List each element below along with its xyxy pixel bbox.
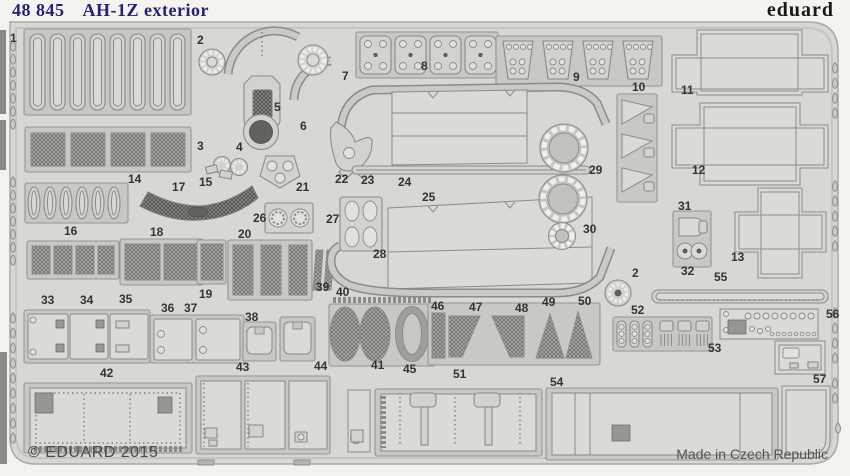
part-2-small-spiral-disc <box>604 279 632 307</box>
brand-logo: eduard <box>766 0 834 21</box>
product-title: 48 845 AH-1Z exterior <box>12 0 209 21</box>
part-8-plate-row <box>355 31 499 79</box>
narrow-strip-panel <box>347 389 371 453</box>
part-20-mesh-strips <box>227 239 313 301</box>
product-name: AH-1Z exterior <box>82 0 209 20</box>
part-38-latch-boxes <box>242 316 316 362</box>
part-10-triangle-plate <box>616 93 658 203</box>
parts-33-35-panels <box>23 309 151 364</box>
parts-31-32-box <box>672 210 712 268</box>
claw-bracket-part <box>329 121 373 172</box>
part-42-riveted-panel <box>23 382 193 454</box>
part-14-airfoil-slats <box>24 182 129 224</box>
part-2-gear-disc <box>198 48 226 76</box>
part-15-small-clips <box>204 163 234 180</box>
parts-46-50-mesh-wedges <box>427 302 601 366</box>
upper-fuselage-panel <box>391 89 528 166</box>
part-52-fittings-row <box>612 316 713 352</box>
part-12-cross-panel <box>671 102 829 186</box>
part-9-trapezoid-row <box>495 35 663 87</box>
part-24-long-strip <box>351 165 591 175</box>
part-3-mesh-grille <box>24 126 192 173</box>
part-55-long-strip <box>651 289 829 304</box>
part-19-mesh-square <box>196 239 227 285</box>
part-53-small-box <box>774 340 826 375</box>
rotor-fan-arcs <box>223 26 332 101</box>
part-51-latch-panel <box>374 388 543 457</box>
photo-edge <box>0 30 7 464</box>
part-16-mesh-row <box>26 240 120 280</box>
parts-29-30-bearing-rings <box>538 123 589 250</box>
part-7-upper-band <box>336 82 611 129</box>
part-13-cross-panel <box>734 187 827 279</box>
part-28-lower-band <box>326 241 616 298</box>
header-strip: 48 845 AH-1Z exterior eduard <box>0 0 850 22</box>
part-17-curved-mesh-fairing <box>139 185 259 221</box>
part-54-panel <box>545 387 779 461</box>
part-11-cross-panel <box>671 29 829 96</box>
parts-43-44-panels <box>195 375 331 455</box>
parts-36-37-panels <box>149 314 245 364</box>
part-57-panel <box>781 385 831 459</box>
part-27-oval-hole-plate <box>339 196 383 252</box>
parts-40-41-45-group <box>328 297 436 367</box>
made-in-text: Made in Czech Republic <box>676 446 828 462</box>
part-18-mesh-pair <box>119 238 204 286</box>
part-56-drilled-plate <box>719 308 819 340</box>
part-26-twin-gear-plate <box>264 202 314 234</box>
part-5-mesh-plate-and-4-ring <box>212 75 281 177</box>
copyright-text: © EDUARD 2015 <box>28 444 159 461</box>
part-21-tri-plate <box>259 155 301 189</box>
part-1-louver-panel <box>23 28 192 116</box>
catalog-number: 48 845 <box>12 0 65 20</box>
